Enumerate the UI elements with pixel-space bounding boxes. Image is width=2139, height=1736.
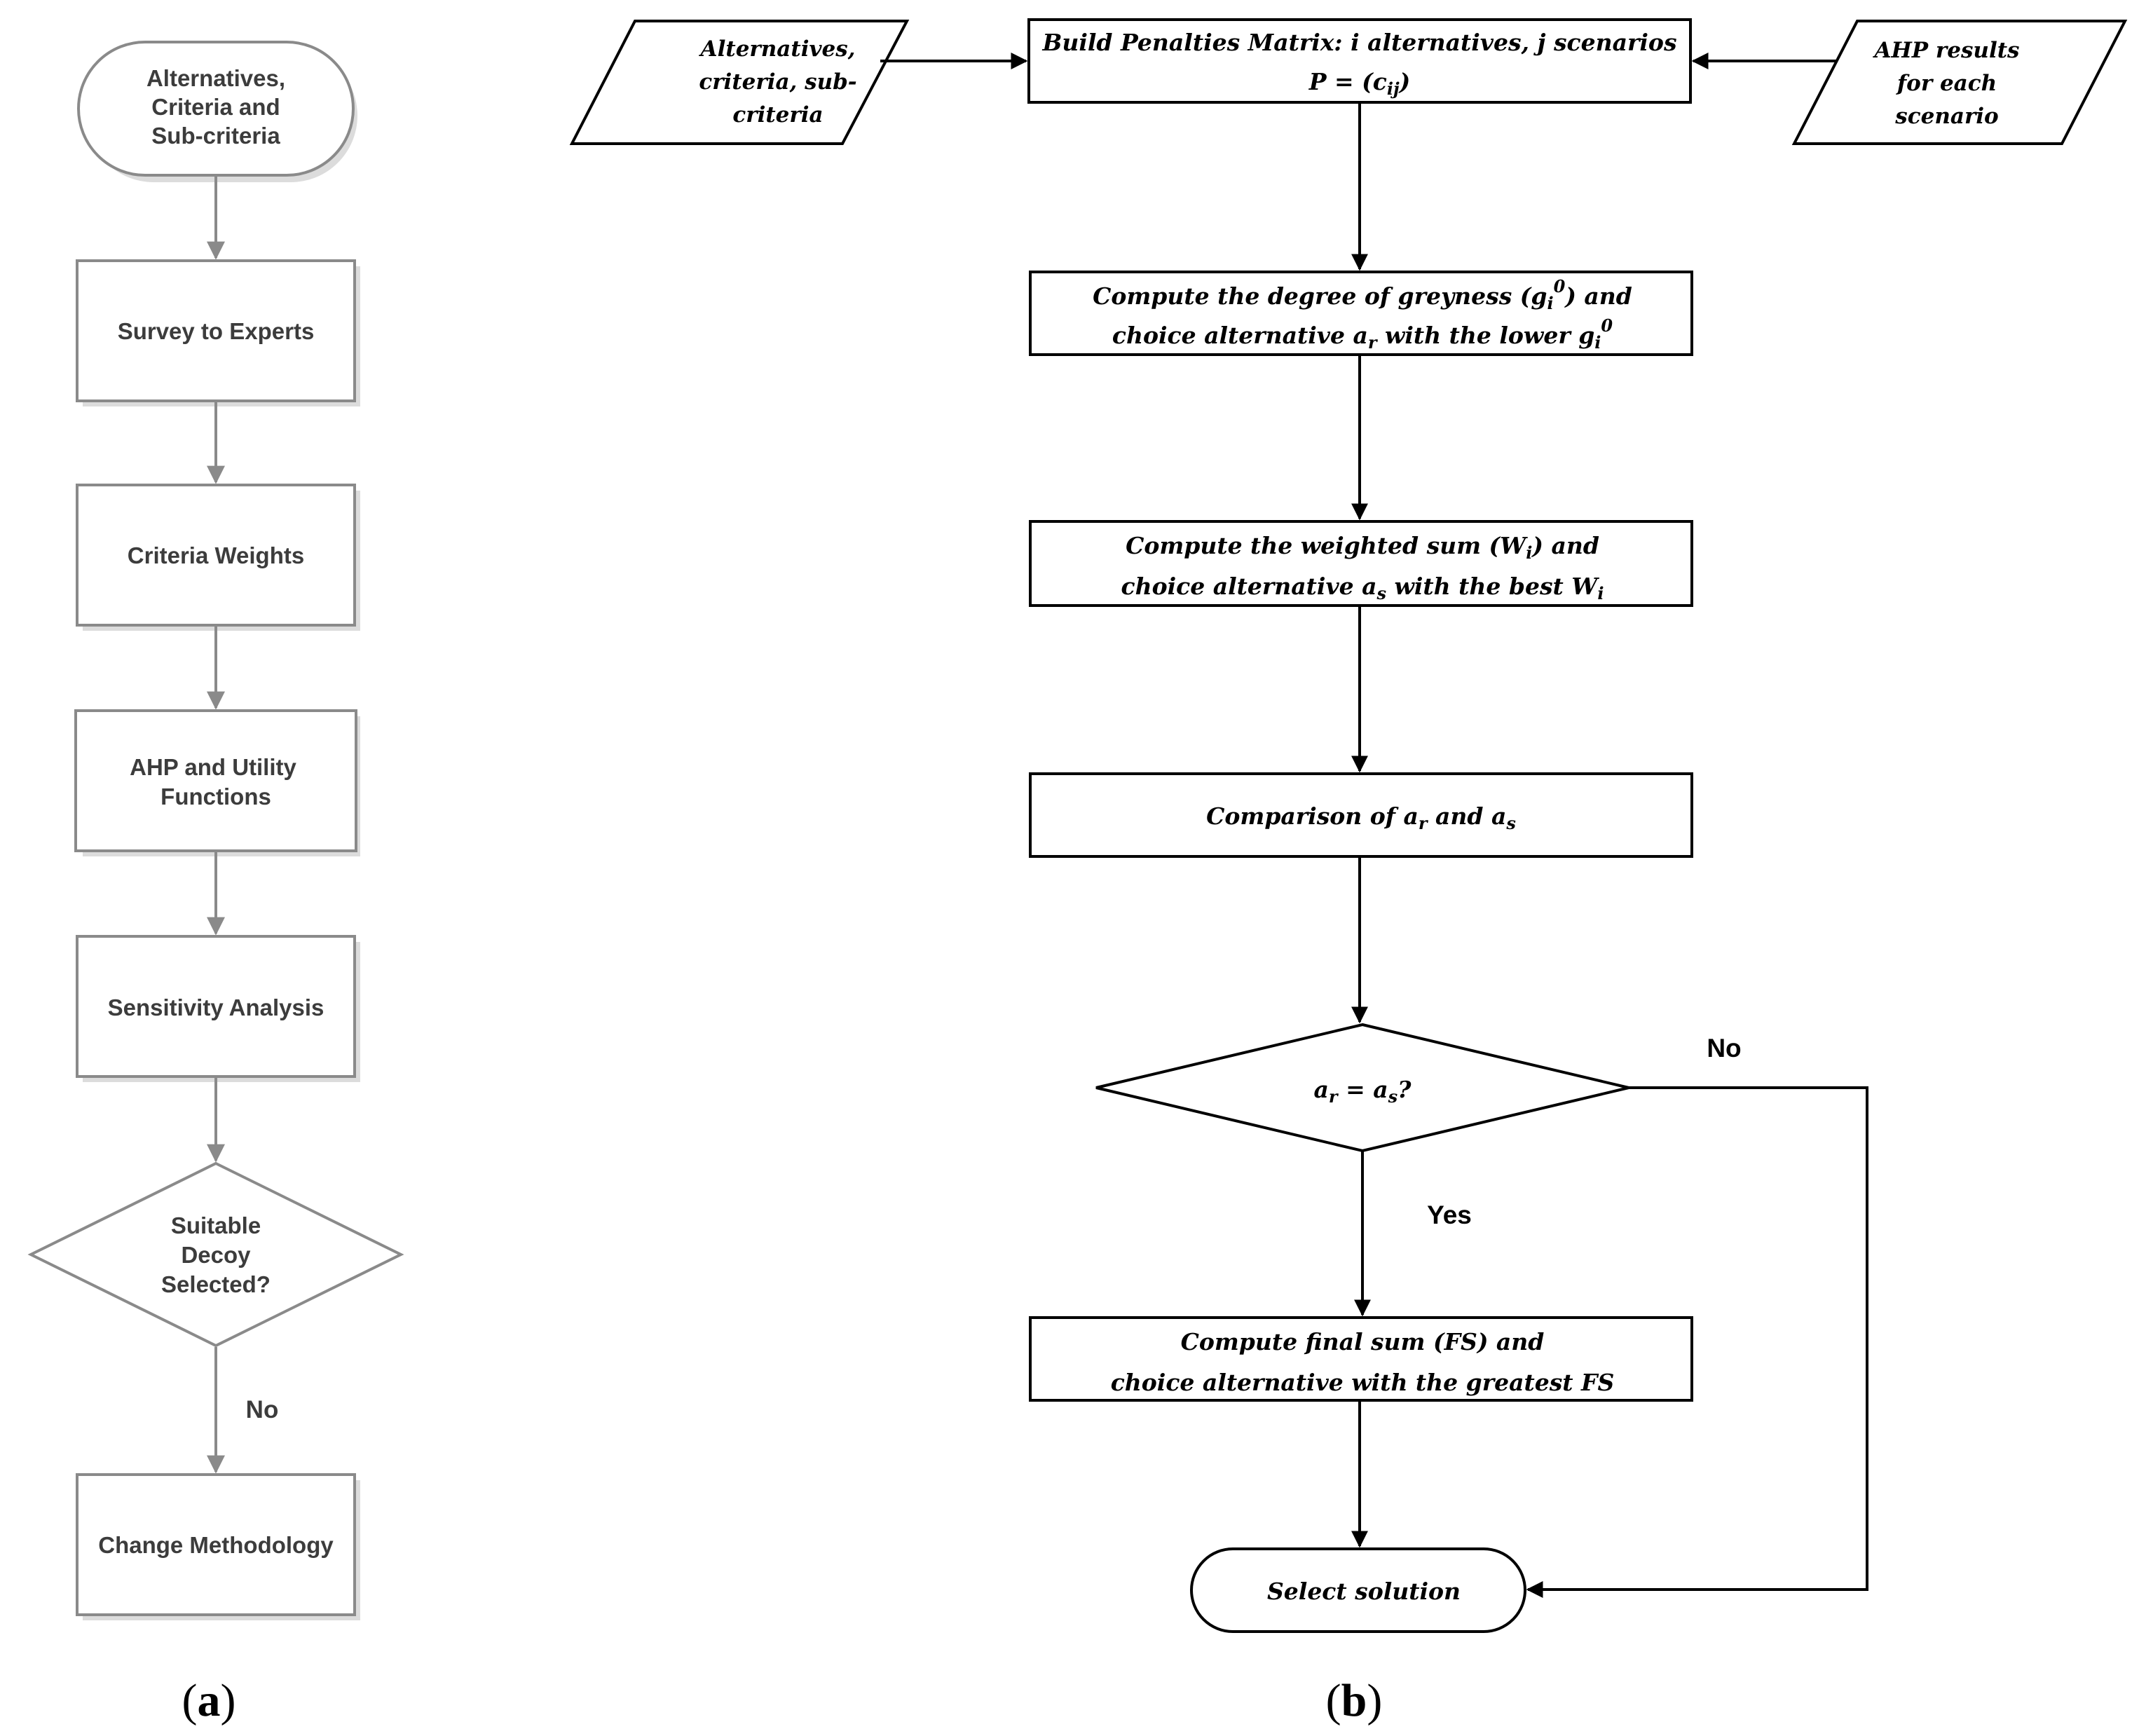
decision-a-line3: Selected? [161,1271,271,1297]
start-terminator-a: Alternatives, Criteria and Sub-criteria [77,41,355,177]
panel-a: Alternatives, Criteria and Sub-criteria … [27,41,404,1726]
select-solution-terminator: Select solution [1190,1547,1526,1633]
start-a-line3: Sub-criteria [151,123,280,149]
panel-b: Alternatives, criteria, sub- criteria AH… [569,18,2128,1726]
ar-equals-as-diamond: ar = as? [1095,1023,1629,1153]
change-label: Change Methodology [98,1532,334,1558]
greyness-line2: choice alternative ar with the lower gi0 [1112,315,1613,353]
change-methodology-box: Change Methodology [76,1473,356,1616]
weighted-sum-box: Compute the weighted sum (Wi) and choice… [1029,520,1693,607]
panel-b-label: (b) [1326,1675,1383,1726]
start-a-line2: Criteria and [151,94,280,120]
final-line1: Compute final sum (FS) and [1181,1328,1545,1355]
end-label: Select solution [1267,1578,1461,1605]
no-label-b: No [1707,1034,1741,1062]
ahp-line1: AHP and Utility [130,754,296,780]
svg-text:Alternatives,: Alternatives, [146,65,285,91]
survey-box: Survey to Experts [76,259,356,402]
no-label-a: No [246,1396,279,1423]
sensitivity-box: Sensitivity Analysis [76,935,356,1078]
weighted-line1: Compute the weighted sum (Wi) and [1126,532,1599,563]
decision-a-line2: Decoy [181,1242,251,1268]
decision-a-line1: Suitable [171,1212,261,1238]
decision-b-label: ar = as? [1314,1076,1412,1107]
input-left-line1: Alternatives, [699,36,856,62]
ahp-line2: Functions [160,784,271,809]
final-line2: choice alternative with the greatest FS [1111,1369,1615,1396]
penalties-matrix-box: Build Penalties Matrix: i alternatives, … [1027,18,1692,104]
ahp-box: AHP and Utility Functions [74,709,357,852]
svg-text:Criteria and: Criteria and [151,94,280,120]
matrix-line2: P = (cij) [1308,68,1411,99]
input-right-parallelogram: AHP results for each scenario [1791,20,2128,145]
weights-label: Criteria Weights [128,542,304,568]
sensitivity-label: Sensitivity Analysis [108,995,324,1020]
svg-text:Sub-criteria: Sub-criteria [151,123,280,149]
weighted-line2: choice alternative as with the best Wi [1121,573,1604,603]
input-left-line2: criteria, sub- [699,69,856,95]
comparison-box: Comparison of ar and as [1029,772,1693,858]
input-right-line3: scenario [1894,104,1998,129]
survey-label: Survey to Experts [118,318,315,344]
weights-box: Criteria Weights [76,484,356,627]
panel-a-label: (a) [182,1675,236,1726]
final-sum-box: Compute final sum (FS) and choice altern… [1029,1316,1693,1402]
comparison-label: Comparison of ar and as [1206,802,1516,833]
arrows-b [880,53,1868,1598]
greyness-box: Compute the degree of greyness (gi0) and… [1029,271,1693,356]
start-a-line1: Alternatives, [146,65,285,91]
decoy-decision-diamond: Suitable Decoy Selected? [27,1161,404,1348]
greyness-line1: Compute the degree of greyness (gi0) and [1093,276,1632,313]
input-right-line2: for each [1896,71,1997,96]
matrix-line1: Build Penalties Matrix: i alternatives, … [1041,29,1676,56]
input-right-line1: AHP results [1872,38,2019,63]
input-left-line3: criteria [732,102,823,128]
input-left-parallelogram: Alternatives, criteria, sub- criteria [569,20,910,145]
yes-label-b: Yes [1427,1201,1472,1229]
